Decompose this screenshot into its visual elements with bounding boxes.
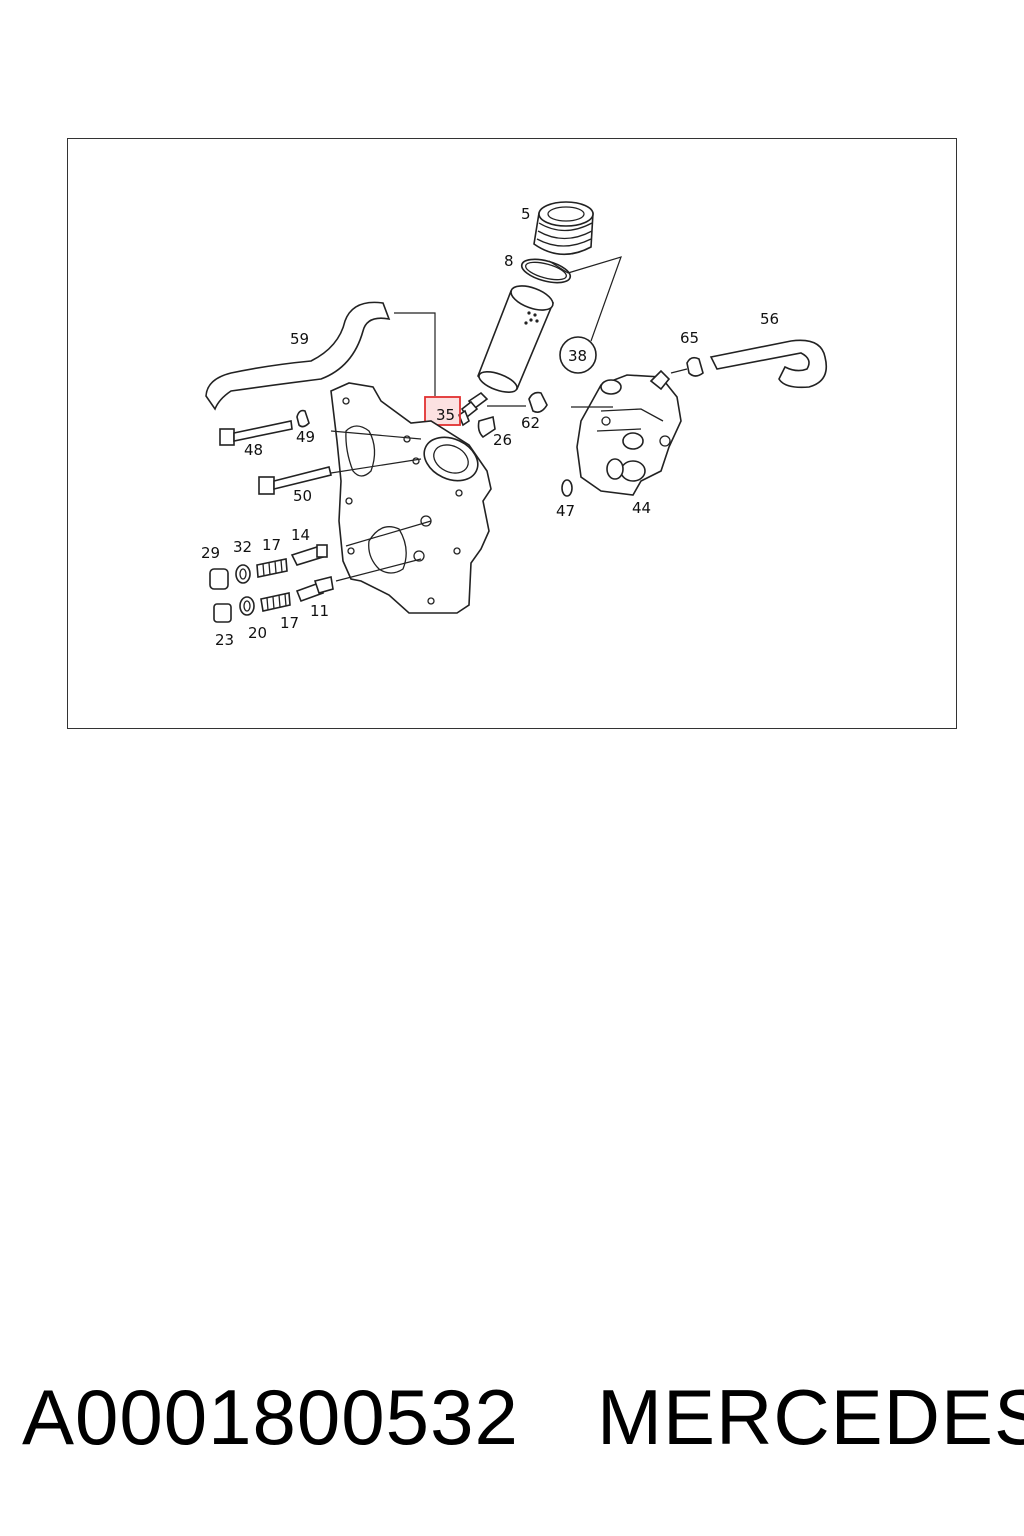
fitting-row-upper [209,544,328,590]
label-62: 62 [521,414,540,432]
hose-56-part [709,339,828,389]
fitting-row-lower [213,576,334,623]
label-8: 8 [504,252,514,270]
label-47: 47 [556,502,575,520]
label-56: 56 [760,310,779,328]
label-48: 48 [244,441,263,459]
washer-49-part [296,409,310,428]
label-17-upper: 17 [262,536,281,554]
plug-26-part [477,415,496,439]
label-11: 11 [310,602,329,620]
label-32: 32 [233,538,252,556]
label-59: 59 [290,330,309,348]
label-23: 23 [215,631,234,649]
filter-element-part [477,285,555,393]
oil-filter-housing-44-part [571,369,682,496]
part-number: A0001800532 [22,1373,519,1461]
parts-diagram-frame: 5 8 38 59 35 62 26 65 56 48 49 50 47 44 … [67,138,957,729]
o-ring-47-part [561,479,573,497]
bolt-50-part [258,466,332,495]
highlight-box-35 [424,396,461,426]
callout-circle-38 [559,336,597,374]
label-35: 35 [436,406,455,424]
bolt-48-part [219,420,293,446]
label-20: 20 [248,624,267,642]
exploded-parts-diagram: 5 8 38 59 35 62 26 65 56 48 49 50 47 44 … [201,201,828,649]
hose-59-part [205,301,391,411]
label-29: 29 [201,544,220,562]
label-5: 5 [521,205,531,223]
label-38: 38 [568,347,587,365]
label-44: 44 [632,499,651,517]
label-14: 14 [291,526,310,544]
brand-name: MERCEDES [597,1373,1024,1461]
timing-cover-part [330,382,492,614]
filter-cap-part [533,201,594,256]
clip-62-part [528,391,548,413]
label-49: 49 [296,428,315,446]
label-26: 26 [493,431,512,449]
label-65: 65 [680,329,699,347]
o-ring-part [520,258,572,284]
clamp-65-part [686,356,704,377]
label-17-lower: 17 [280,614,299,632]
sensor-35-part [458,391,489,427]
label-50: 50 [293,487,312,505]
caption-bar: A0001800532 MERCEDES [0,1372,1024,1472]
